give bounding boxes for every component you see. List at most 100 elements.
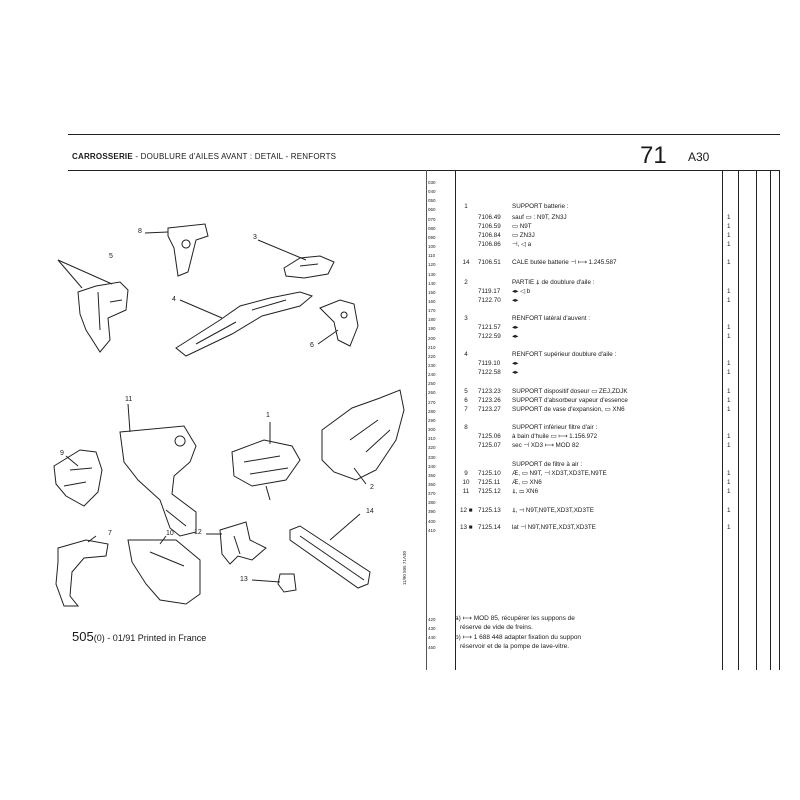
callout-7: 7 <box>108 530 112 537</box>
part-description: à bain d'huile ▭ ⟼ 1.156.972 <box>512 433 598 440</box>
note-line-number: 420 <box>428 617 436 622</box>
part-8-drawing <box>167 223 209 277</box>
table-col-rule-1 <box>738 170 739 670</box>
part-quantity: 1 <box>727 397 731 404</box>
part-13-drawing <box>277 573 297 593</box>
line-number: 160 <box>428 298 436 304</box>
part-reference: 7122.59 <box>478 333 501 340</box>
leader-5b <box>57 259 113 285</box>
callout-13: 13 <box>240 576 248 583</box>
part-description: PARTIE ⍋ de doublure d'aile : <box>512 279 595 286</box>
part-5-drawing <box>77 281 129 353</box>
line-number: 060 <box>428 207 436 213</box>
part-description: sauf ▭ : N9T, ZN3J <box>512 214 567 221</box>
callout-5: 5 <box>109 253 113 260</box>
footer: 505(0) - 01/91 Printed in France <box>72 629 206 644</box>
callout-10: 10 <box>166 530 174 537</box>
line-number: 080 <box>428 225 436 231</box>
part-quantity: 1 <box>727 479 731 486</box>
line-number: 030 <box>428 180 436 185</box>
part-quantity: 1 <box>727 360 731 367</box>
part-quantity: 1 <box>727 232 731 239</box>
line-number: 260 <box>428 390 436 396</box>
part-description: CALE butée batterie ⊣ ⟼ 1.245.587 <box>512 259 617 266</box>
page-number: 71 <box>640 142 667 169</box>
part-quantity: 1 <box>727 524 731 531</box>
item-number: 3 <box>464 315 468 322</box>
part-quantity: 1 <box>727 507 731 514</box>
part-7-drawing <box>55 539 109 607</box>
page-title: CARROSSERIE - DOUBLURE d'AILES AVANT : D… <box>72 152 336 161</box>
part-reference: 7119.17 <box>478 288 501 295</box>
part-quantity: 1 <box>727 488 731 495</box>
callout-3: 3 <box>253 234 257 241</box>
part-description: SUPPORT inférieur filtre d'air : <box>512 424 598 431</box>
part-quantity: 1 <box>727 223 731 230</box>
line-number: 220 <box>428 353 436 359</box>
part-description: SUPPORT de vase d'expansion, ▭ XN6 <box>512 406 625 413</box>
header-rule <box>68 170 780 171</box>
part-reference: 7125.14 <box>478 524 501 531</box>
part-quantity: 1 <box>727 388 731 395</box>
part-quantity: 1 <box>727 333 731 340</box>
line-number: 130 <box>428 271 436 277</box>
callout-8: 8 <box>138 228 142 235</box>
part-reference: 7125.06 <box>478 433 501 440</box>
callout-14: 14 <box>366 508 374 515</box>
line-number: 210 <box>428 344 436 350</box>
part-description: ◂▸ <box>512 369 519 376</box>
callout-2: 2 <box>370 484 374 491</box>
table-linecol-rule <box>426 170 427 670</box>
part-reference: 7125.12 <box>478 488 501 495</box>
part-reference: 7122.58 <box>478 369 501 376</box>
line-number: 140 <box>428 280 436 286</box>
part-reference: 7125.07 <box>478 442 501 449</box>
leader-9 <box>65 455 79 467</box>
line-number: 040 <box>428 189 436 195</box>
callout-6: 6 <box>310 342 314 349</box>
part-reference: 7123.27 <box>478 406 501 413</box>
part-description: Æ, ▭ XN6 <box>512 479 542 486</box>
part-reference: 7106.51 <box>478 259 501 266</box>
part-description: ⊣, ◁ a <box>512 241 532 248</box>
part-description: ⍋, ⊣ N9T,N9TE,XD3T,XD3TE <box>512 507 595 514</box>
line-number: 230 <box>428 363 436 368</box>
part-description: ▭ ZN3J <box>512 232 535 239</box>
table-col-rule-3 <box>770 170 771 670</box>
leader-13 <box>251 579 281 583</box>
line-number: 150 <box>428 289 436 295</box>
part-reference: 7122.70 <box>478 297 501 304</box>
line-number: 170 <box>428 308 436 314</box>
part-description: ▭ N9T <box>512 223 532 230</box>
part-6-drawing <box>319 299 359 347</box>
leader-8 <box>144 231 169 234</box>
part-quantity: 1 <box>727 324 731 331</box>
table-col-rule-2 <box>756 170 757 670</box>
part-reference: 7121.57 <box>478 324 501 331</box>
line-number: 380 <box>428 500 436 506</box>
line-number: 050 <box>428 198 436 204</box>
part-9-drawing <box>53 449 103 507</box>
part-4-drawing <box>175 291 314 357</box>
callout-11: 11 <box>125 396 133 403</box>
item-number: 11 <box>462 488 470 495</box>
part-14-drawing <box>289 525 371 589</box>
leader-3 <box>257 239 307 261</box>
note-line: b) ⟼ 1 688 448 adapter fixation du suppo… <box>455 634 582 641</box>
line-number: 410 <box>428 527 436 533</box>
table-col-rule-4 <box>779 170 780 670</box>
item-number: 13 ■ <box>460 524 473 531</box>
part-11-drawing <box>119 425 197 537</box>
item-number: 12 ■ <box>460 507 473 514</box>
part-reference: 7125.13 <box>478 507 501 514</box>
line-number: 190 <box>428 326 436 332</box>
line-number: 360 <box>428 481 436 487</box>
part-quantity: 1 <box>727 470 731 477</box>
leader-11 <box>127 403 131 433</box>
item-number: 14 <box>462 259 470 266</box>
item-number: 6 <box>464 397 468 404</box>
callout-9: 9 <box>60 450 64 457</box>
footer-text: (0) - 01/91 Printed in France <box>93 633 207 643</box>
line-number: 320 <box>428 445 436 451</box>
part-description: ◂▸ <box>512 324 519 331</box>
